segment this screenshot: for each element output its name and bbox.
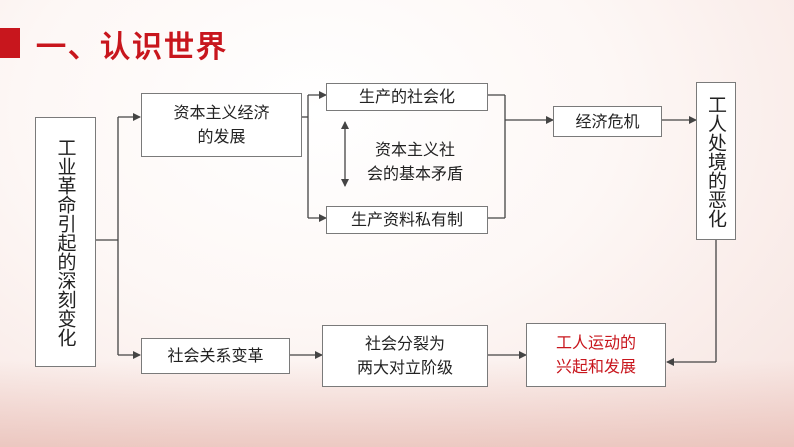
class-split-label-line2: 两大对立阶级 [356, 358, 453, 377]
workers-movement-label-line2: 兴起和发展 [555, 357, 636, 376]
workers-worsening-label: 工人处境的恶化 [705, 94, 727, 228]
workers-movement-box: 工人运动的 兴起和发展 [526, 323, 666, 387]
industrial-revolution-label: 工业革命引起的深刻变化 [54, 137, 77, 347]
socialization-label: 生产的社会化 [358, 87, 455, 106]
social-change-box: 社会关系变革 [141, 338, 290, 374]
basic-contradiction-text: 资本主义社 会的基本矛盾 [356, 138, 474, 186]
contradiction-label-line2: 会的基本矛盾 [366, 164, 463, 183]
private-ownership-box: 生产资料私有制 [326, 206, 488, 234]
economic-crisis-box: 经济危机 [553, 106, 662, 137]
capitalism-label-line2: 的发展 [197, 127, 246, 146]
capitalism-label-line1: 资本主义经济 [173, 103, 270, 122]
class-split-box: 社会分裂为 两大对立阶级 [322, 325, 488, 387]
social-change-label: 社会关系变革 [167, 346, 264, 365]
workers-worsening-box: 工人处境的恶化 [696, 82, 736, 240]
contradiction-label-line1: 资本主义社 [374, 140, 455, 159]
economic-crisis-label: 经济危机 [575, 111, 640, 131]
capitalism-development-box: 资本主义经济 的发展 [141, 93, 302, 157]
industrial-revolution-box: 工业革命引起的深刻变化 [35, 117, 96, 367]
socialization-box: 生产的社会化 [326, 83, 488, 111]
title-accent-bar [0, 28, 20, 58]
workers-movement-label-line1: 工人运动的 [555, 333, 636, 352]
private-ownership-label: 生产资料私有制 [350, 210, 463, 229]
page-title: 一、认识世界 [36, 30, 228, 65]
class-split-label-line1: 社会分裂为 [364, 334, 445, 353]
